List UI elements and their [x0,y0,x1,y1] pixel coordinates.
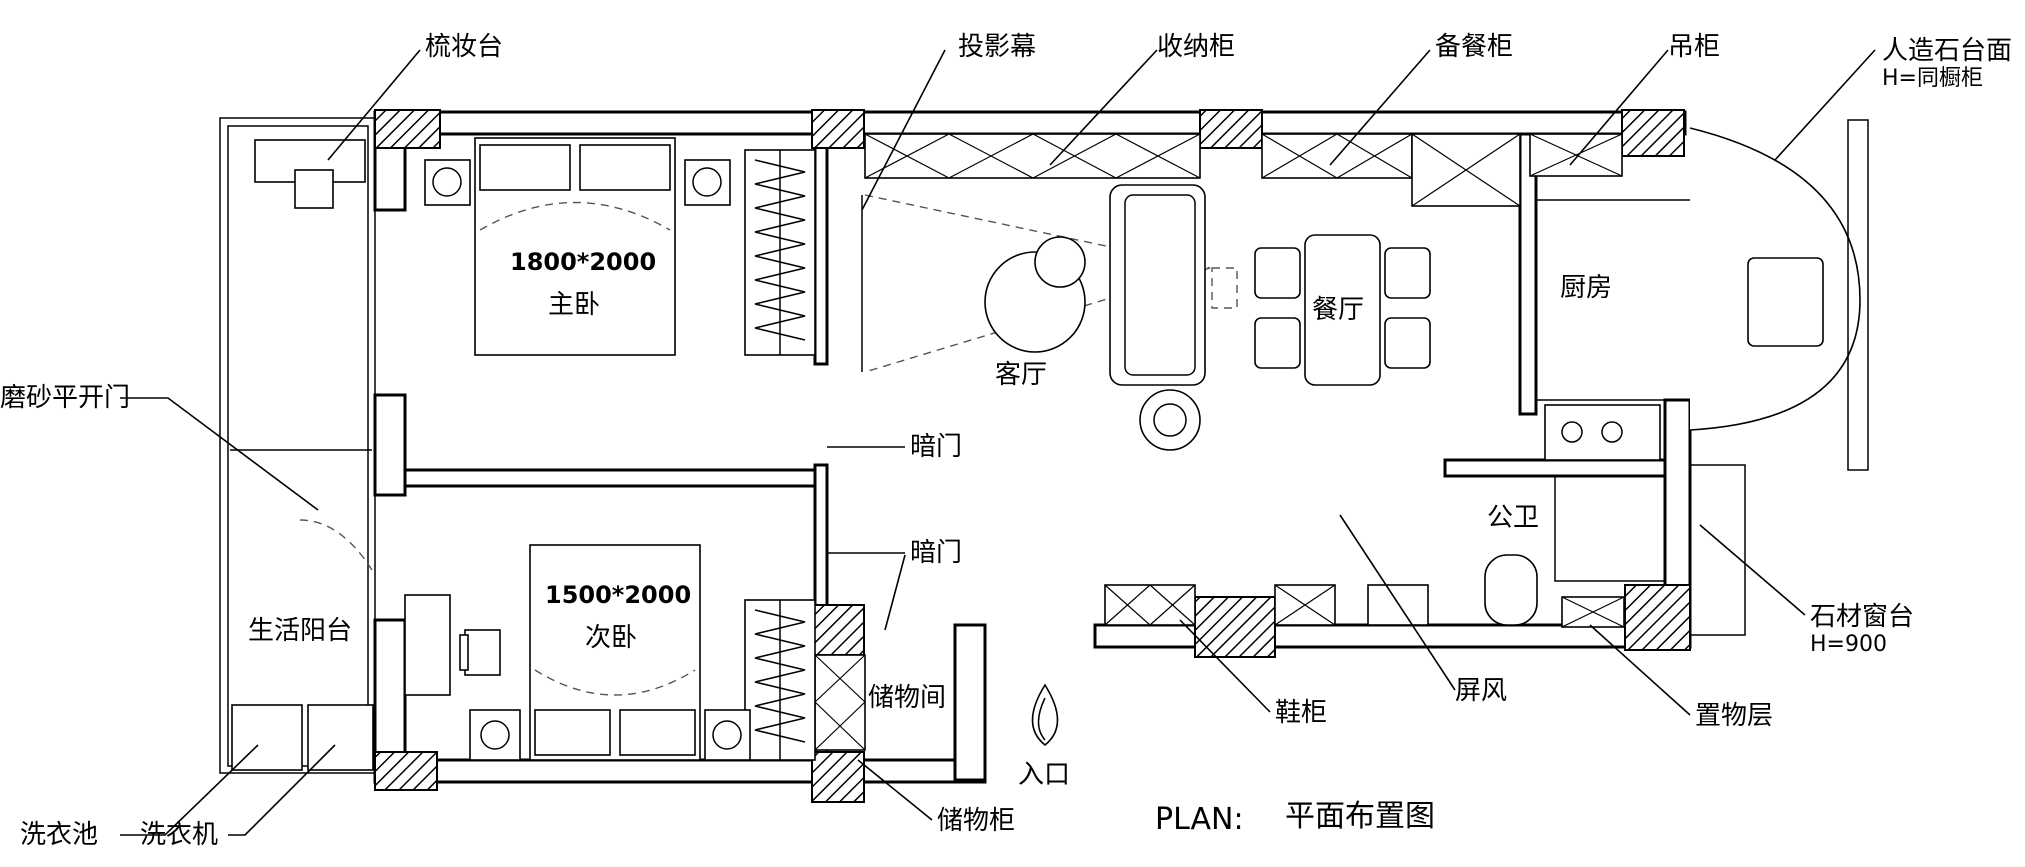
second-bed [469,544,751,761]
label-washing-machine: 洗衣机 [140,820,219,850]
label-stone-window-sill: 石材窗台 [1810,602,1915,632]
structural-columns [374,109,1691,803]
label-screen: 屏风 [1455,676,1508,706]
room-second-bedroom: 次卧 [585,623,638,653]
second-bed-size: 1500*2000 [545,581,692,609]
label-artificial-stone-counter: 人造石台面 [1882,36,2013,66]
balcony-fixtures [230,139,374,771]
master-bed-size: 1800*2000 [510,248,657,276]
label-shelf: 置物层 [1695,701,1774,731]
label-storage-cabinet-2: 储物柜 [937,806,1016,836]
bathroom-fixtures [1367,475,1666,626]
projector-screen [861,194,1238,373]
desk-chair [404,594,501,696]
window-sill [1689,119,1869,636]
label-counter-height: H=同橱柜 [1882,66,1983,91]
entrance-symbol [1031,683,1059,747]
plan-title-label: PLAN: [1155,802,1244,837]
room-dining-room: 餐厅 [1312,295,1365,325]
label-hidden-door-1: 暗门 [910,432,963,462]
room-entrance: 入口 [1018,760,1071,790]
balcony-outline [219,117,376,774]
label-dressing-table: 梳妆台 [425,32,504,62]
label-frosted-door: 磨砂平开门 [0,383,131,413]
plan-title-text: 平面布置图 [1285,799,1435,834]
leader-lines [120,49,1876,836]
label-hidden-door-2: 暗门 [910,538,963,568]
label-sideboard: 备餐柜 [1435,32,1514,62]
master-bed [424,137,731,356]
living-room-furniture [984,184,1206,451]
label-wash-basin: 洗衣池 [20,820,99,850]
room-storage-room: 储物间 [868,683,947,713]
storage-cabinets [814,133,1625,751]
label-storage-cabinet: 收纳柜 [1157,32,1236,62]
label-sill-height: H=900 [1810,632,1887,657]
room-service-balcony: 生活阳台 [248,616,353,646]
room-kitchen: 厨房 [1560,273,1613,303]
label-shoe-cabinet: 鞋柜 [1275,698,1328,728]
label-projector-screen: 投影幕 [958,32,1037,62]
room-living-room: 客厅 [995,360,1048,390]
wardrobes [744,149,816,761]
kitchen-fixtures [1536,127,1861,461]
dining-set [1254,234,1431,386]
room-master-bedroom: 主卧 [548,290,601,320]
label-wall-cabinet: 吊柜 [1668,32,1721,62]
room-public-bathroom: 公卫 [1487,503,1540,533]
